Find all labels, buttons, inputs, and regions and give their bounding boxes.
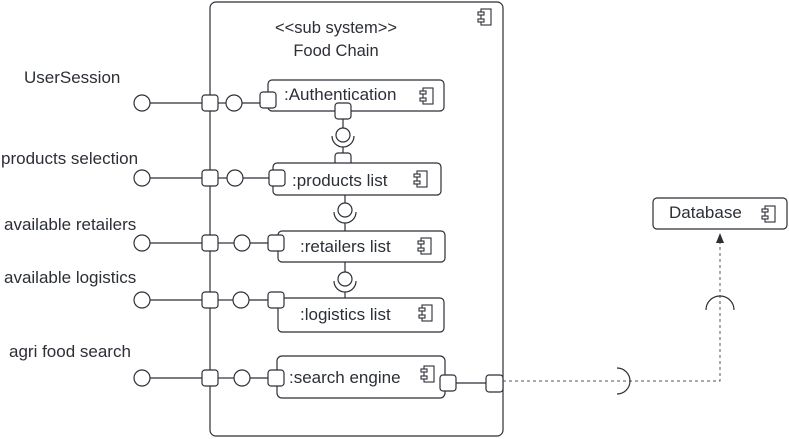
required-interface-socket [705, 295, 735, 311]
component-label: :search engine [289, 368, 401, 387]
lollipop-interface [133, 94, 151, 112]
port[interactable] [268, 169, 286, 187]
interface-label: UserSession [24, 68, 120, 87]
required-interface-socket [333, 280, 357, 293]
port[interactable] [201, 369, 219, 387]
provided-interface [337, 202, 353, 218]
component-products-list[interactable]: :products list [268, 162, 442, 196]
port[interactable] [201, 169, 219, 187]
port[interactable] [439, 374, 457, 392]
boundary-port[interactable] [485, 374, 504, 393]
provided-interface [335, 127, 351, 143]
component-search-engine[interactable]: :search engine [267, 355, 457, 399]
interface-label: available logistics [4, 268, 136, 287]
component-label: Database [669, 203, 742, 222]
delegation-connector-search-db [456, 374, 504, 393]
lollipop-interface [133, 369, 151, 387]
port[interactable] [201, 94, 219, 112]
component-label: :products list [292, 171, 388, 190]
interface-label: products selection [1, 149, 138, 168]
interface-available-retailers[interactable]: available retailers [4, 215, 268, 252]
port[interactable] [267, 369, 285, 387]
component-label: :retailers list [300, 237, 391, 256]
component-logistics-list[interactable]: :logistics list [267, 291, 445, 333]
assembly-connector-products-retailers [333, 195, 357, 231]
lollipop-interface [225, 94, 243, 112]
interface-label: available retailers [4, 215, 136, 234]
interface-agri-food-search[interactable]: agri food search [9, 342, 268, 387]
subsystem-name: Food Chain [293, 42, 378, 60]
lollipop-interface [233, 369, 251, 387]
port[interactable] [201, 291, 219, 309]
required-interface-socket [331, 135, 355, 148]
lollipop-interface [226, 169, 244, 187]
required-interface-socket [616, 367, 631, 395]
provided-interface [337, 271, 353, 287]
lollipop-interface [133, 169, 151, 187]
subsystem-stereotype: <<sub system>> [275, 19, 397, 37]
component-authentication[interactable]: :Authentication [259, 79, 445, 112]
dependency-to-database [503, 233, 735, 395]
port[interactable] [201, 234, 219, 252]
lollipop-interface [133, 291, 151, 309]
component-label: :logistics list [300, 305, 391, 324]
component-label: :Authentication [284, 85, 396, 104]
assembly-connector-retailers-logistics [333, 262, 357, 298]
interface-products-selection[interactable]: products selection [1, 149, 269, 187]
arrowhead [716, 233, 724, 243]
interface-user-session[interactable]: UserSession [24, 68, 260, 112]
port[interactable] [334, 102, 352, 120]
interface-available-logistics[interactable]: available logistics [4, 268, 268, 309]
lollipop-interface [233, 234, 251, 252]
interface-label: agri food search [9, 342, 131, 361]
required-interface-socket [333, 211, 357, 224]
lollipop-interface [232, 291, 250, 309]
port[interactable] [267, 234, 285, 252]
port[interactable] [267, 291, 285, 309]
port[interactable] [259, 91, 277, 109]
component-database[interactable]: Database [652, 197, 788, 230]
component-retailers-list[interactable]: :retailers list [267, 230, 446, 263]
lollipop-interface [133, 234, 151, 252]
